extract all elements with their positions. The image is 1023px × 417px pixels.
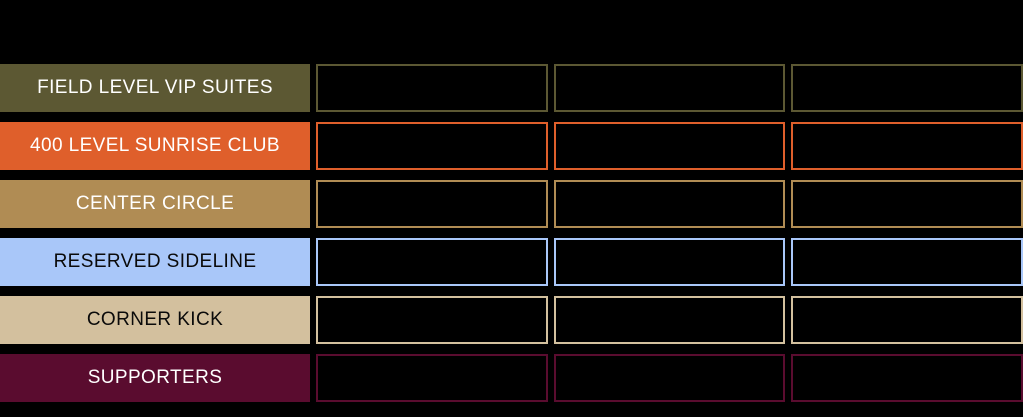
price-cell — [791, 180, 1023, 228]
table-row: CORNER KICK — [0, 296, 1023, 344]
price-cell — [316, 180, 548, 228]
price-cell — [791, 238, 1023, 286]
price-cell — [316, 238, 548, 286]
section-label-400-level-sunrise-club: 400 LEVEL SUNRISE CLUB — [0, 122, 310, 170]
table-row: FIELD LEVEL VIP SUITES — [0, 64, 1023, 112]
price-cell — [553, 354, 786, 402]
price-cell — [791, 296, 1023, 344]
section-label-reserved-sideline: RESERVED SIDELINE — [0, 238, 310, 286]
section-label-corner-kick: CORNER KICK — [0, 296, 310, 344]
table-row: SUPPORTERS — [0, 354, 1023, 402]
price-cell — [553, 122, 786, 170]
price-cell — [791, 122, 1023, 170]
price-cell — [791, 64, 1023, 112]
price-cell — [316, 64, 548, 112]
section-label-field-level-vip-suites: FIELD LEVEL VIP SUITES — [0, 64, 310, 112]
price-cell — [553, 64, 786, 112]
table-row: CENTER CIRCLE — [0, 180, 1023, 228]
price-cell — [791, 354, 1023, 402]
price-cell — [316, 296, 548, 344]
section-label-center-circle: CENTER CIRCLE — [0, 180, 310, 228]
price-cell — [316, 354, 548, 402]
table-row: 400 LEVEL SUNRISE CLUB — [0, 122, 1023, 170]
section-label-supporters: SUPPORTERS — [0, 354, 310, 402]
price-cell — [553, 180, 786, 228]
price-cell — [553, 238, 786, 286]
pricing-table: FIELD LEVEL VIP SUITES 400 LEVEL SUNRISE… — [0, 64, 1023, 402]
price-cell — [316, 122, 548, 170]
table-row: RESERVED SIDELINE — [0, 238, 1023, 286]
price-cell — [553, 296, 786, 344]
